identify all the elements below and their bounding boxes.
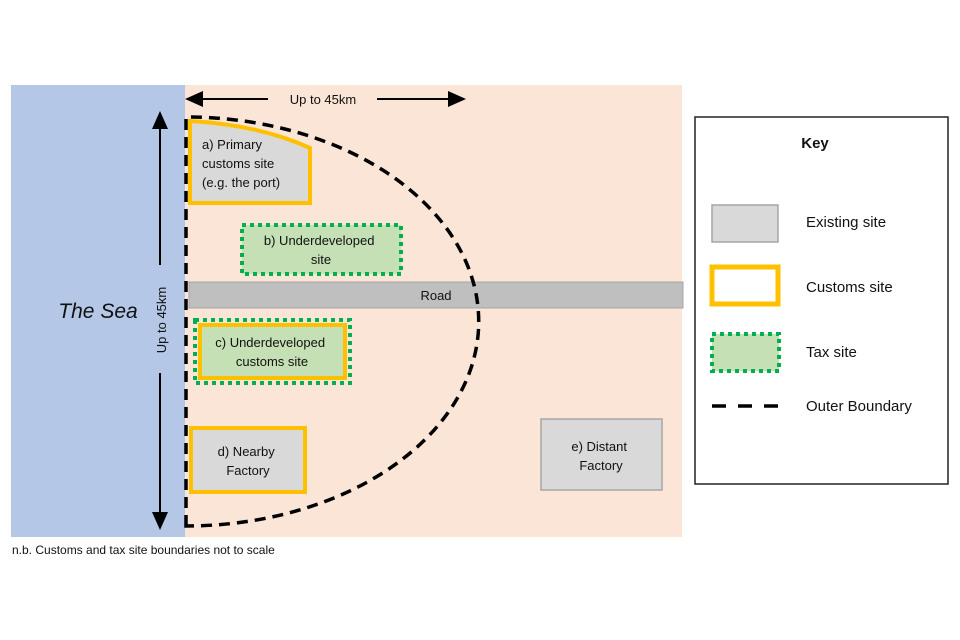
site-a-label-line2: customs site [202, 156, 274, 171]
horizontal-measure-label: Up to 45km [290, 92, 356, 107]
site-a-label-line1: a) Primary [202, 137, 262, 152]
site-d-label: d) Nearby Factory [218, 444, 279, 478]
site-c-label-line1: c) Underdeveloped [215, 335, 325, 350]
site-e-label-line1: e) Distant [571, 439, 627, 454]
key-symbol-customs [709, 264, 781, 307]
site-b-label: b) Underdeveloped site [264, 233, 378, 267]
key-label-existing: Existing site [806, 214, 886, 231]
sea-label: The Sea [58, 300, 137, 323]
site-e-label-line2: Factory [579, 458, 623, 473]
footnote: n.b. Customs and tax site boundaries not… [12, 543, 275, 557]
site-b-label-line1: b) Underdeveloped [264, 233, 375, 248]
site-c-label-line2: customs site [236, 354, 308, 369]
site-d-label-line1: d) Nearby [218, 444, 276, 459]
key-symbol-tax [710, 332, 781, 373]
site-b-underdeveloped [240, 223, 403, 276]
sea-area [11, 85, 185, 537]
site-a-primary-customs [188, 118, 312, 205]
key-symbol-existing [711, 204, 779, 243]
outer-boundary [184, 115, 481, 528]
key-label-boundary: Outer Boundary [806, 398, 912, 415]
key-label-tax: Tax site [806, 344, 857, 361]
vertical-measure-label: Up to 45km [154, 287, 169, 353]
road-label: Road [420, 288, 451, 303]
site-c-underdeveloped-customs [198, 323, 347, 380]
site-a-label-line3: (e.g. the port) [202, 175, 280, 190]
site-b-label-line2: site [311, 252, 331, 267]
site-c-tax-border [193, 318, 352, 385]
site-d-label-line2: Factory [226, 463, 270, 478]
site-e-distant-factory [540, 418, 663, 491]
key-title: Key [801, 135, 829, 152]
site-c-label: c) Underdeveloped customs site [215, 335, 328, 369]
key-label-customs: Customs site [806, 279, 893, 296]
site-e-label: e) Distant Factory [571, 439, 630, 473]
road [188, 281, 684, 309]
site-a-label: a) Primary customs site (e.g. the port) [202, 137, 280, 190]
site-d-nearby-factory [189, 426, 307, 494]
